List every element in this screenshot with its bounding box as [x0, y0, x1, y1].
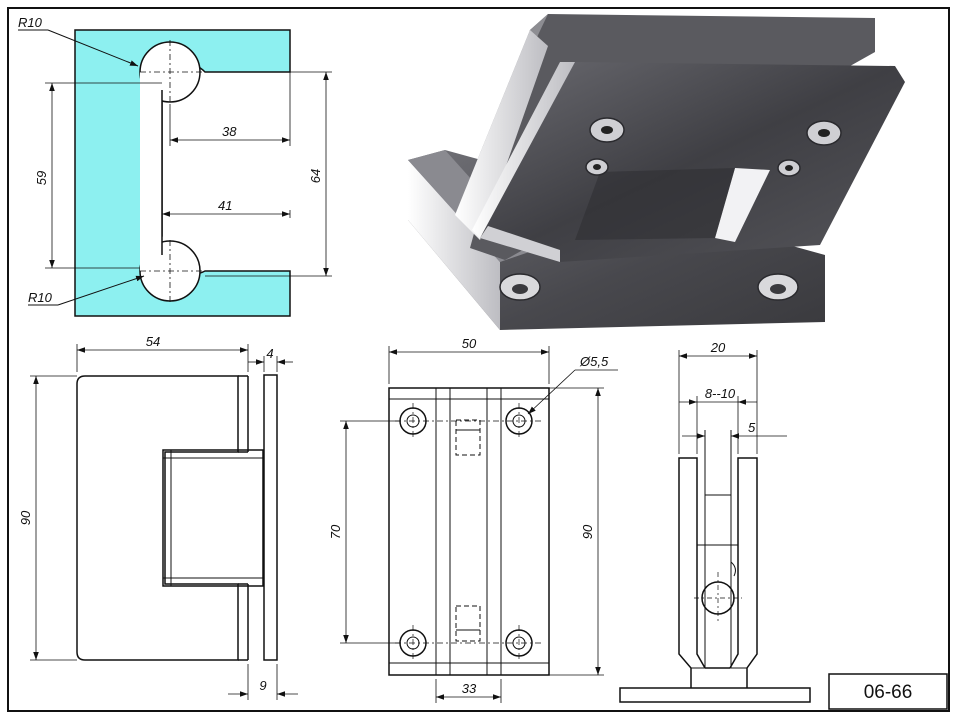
front-dim-50: 50 — [462, 336, 477, 351]
dim-64-label: 64 — [308, 169, 323, 183]
profile-view: R10 R10 38 41 59 64 — [18, 15, 332, 317]
dim-41-label: 41 — [218, 198, 232, 213]
sheet-border — [7, 7, 950, 712]
dim-59-label: 59 — [34, 171, 49, 185]
drawing-code: 06-66 — [864, 682, 913, 703]
side-view — [30, 344, 298, 700]
front-view — [340, 346, 618, 703]
side-dim-90: 90 — [18, 510, 33, 525]
end-dim-5: 5 — [748, 420, 756, 435]
front-dim-90: 90 — [580, 524, 595, 539]
end-dim-20: 20 — [710, 340, 726, 355]
end-view — [619, 350, 811, 703]
radius-label-top: R10 — [18, 15, 43, 30]
code-box — [828, 673, 948, 710]
front-dim-33: 33 — [462, 681, 477, 696]
hinge-3d-render — [408, 14, 905, 330]
front-dim-70: 70 — [328, 524, 343, 539]
dim-38-label: 38 — [222, 124, 237, 139]
side-dim-54: 54 — [146, 334, 160, 349]
front-dim-hole: Ø5,5 — [579, 354, 609, 369]
side-dim-9: 9 — [259, 678, 266, 693]
side-dim-4: 4 — [266, 346, 273, 361]
end-dim-8-10: 8--10 — [705, 386, 736, 401]
radius-label-bottom: R10 — [28, 290, 53, 305]
